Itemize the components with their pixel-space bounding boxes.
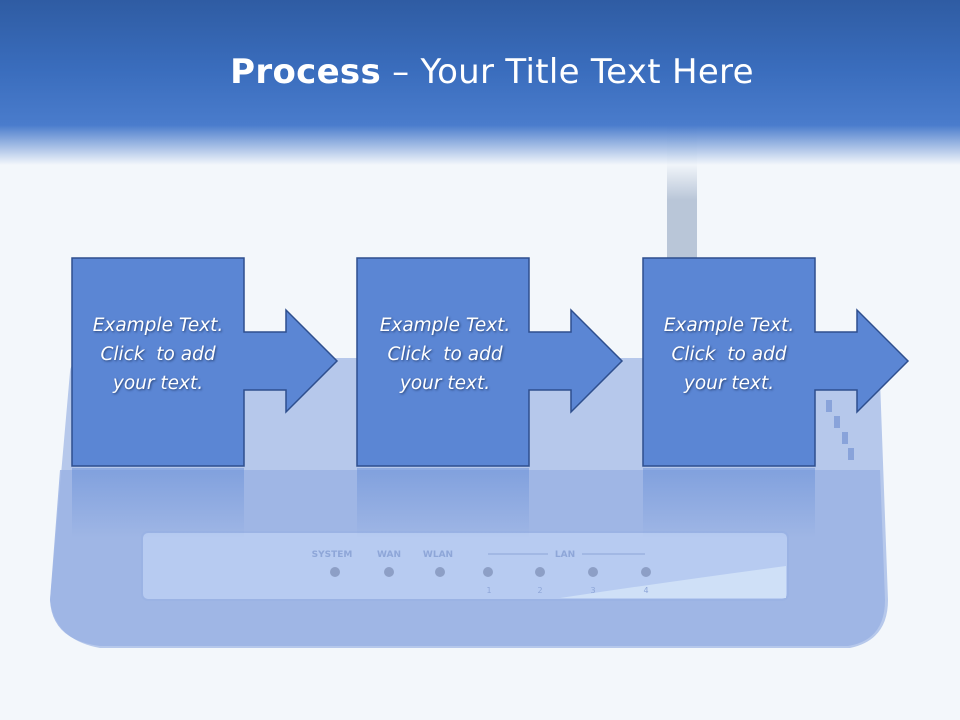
panel-label-wan: WAN <box>377 550 401 560</box>
process-step-2-text[interactable]: Example Text. Click to add your text. <box>359 311 531 398</box>
led-lan-1 <box>483 567 493 577</box>
step-2-line-2: Click to add <box>387 344 503 365</box>
port-number-2: 2 <box>537 586 542 595</box>
step-2-line-1: Example Text. <box>379 315 511 336</box>
led-system <box>330 567 340 577</box>
led-wlan <box>435 567 445 577</box>
step-2-line-3: your text. <box>399 373 491 394</box>
step-1-line-1: Example Text. <box>92 315 224 336</box>
process-step-2-shape[interactable] <box>356 257 624 467</box>
process-step-3-text[interactable]: Example Text. Click to add your text. <box>643 311 815 398</box>
title-bold-part: Process <box>230 52 382 92</box>
led-wan <box>384 567 394 577</box>
title-rest-part: – Your Title Text Here <box>381 52 754 92</box>
step-3-line-3: your text. <box>683 373 775 394</box>
port-number-3: 3 <box>590 586 595 595</box>
port-number-4: 4 <box>643 586 648 595</box>
led-lan-3 <box>588 567 598 577</box>
port-number-1: 1 <box>486 586 491 595</box>
panel-label-wlan: WLAN <box>423 550 453 560</box>
process-step-3-shape[interactable] <box>642 257 910 467</box>
step-1-line-3: your text. <box>112 373 204 394</box>
panel-label-lan: LAN <box>555 550 575 560</box>
step-3-line-1: Example Text. <box>663 315 795 336</box>
header-band <box>0 0 960 200</box>
process-step-1-text[interactable]: Example Text. Click to add your text. <box>72 311 244 398</box>
step-1-line-2: Click to add <box>100 344 216 365</box>
slide-title[interactable]: Process – Your Title Text Here <box>0 52 960 92</box>
led-lan-2 <box>535 567 545 577</box>
step-3-line-2: Click to add <box>671 344 787 365</box>
reflections <box>72 468 815 538</box>
led-lan-4 <box>641 567 651 577</box>
process-step-1-shape[interactable] <box>71 257 339 467</box>
panel-label-system: SYSTEM <box>312 550 353 560</box>
